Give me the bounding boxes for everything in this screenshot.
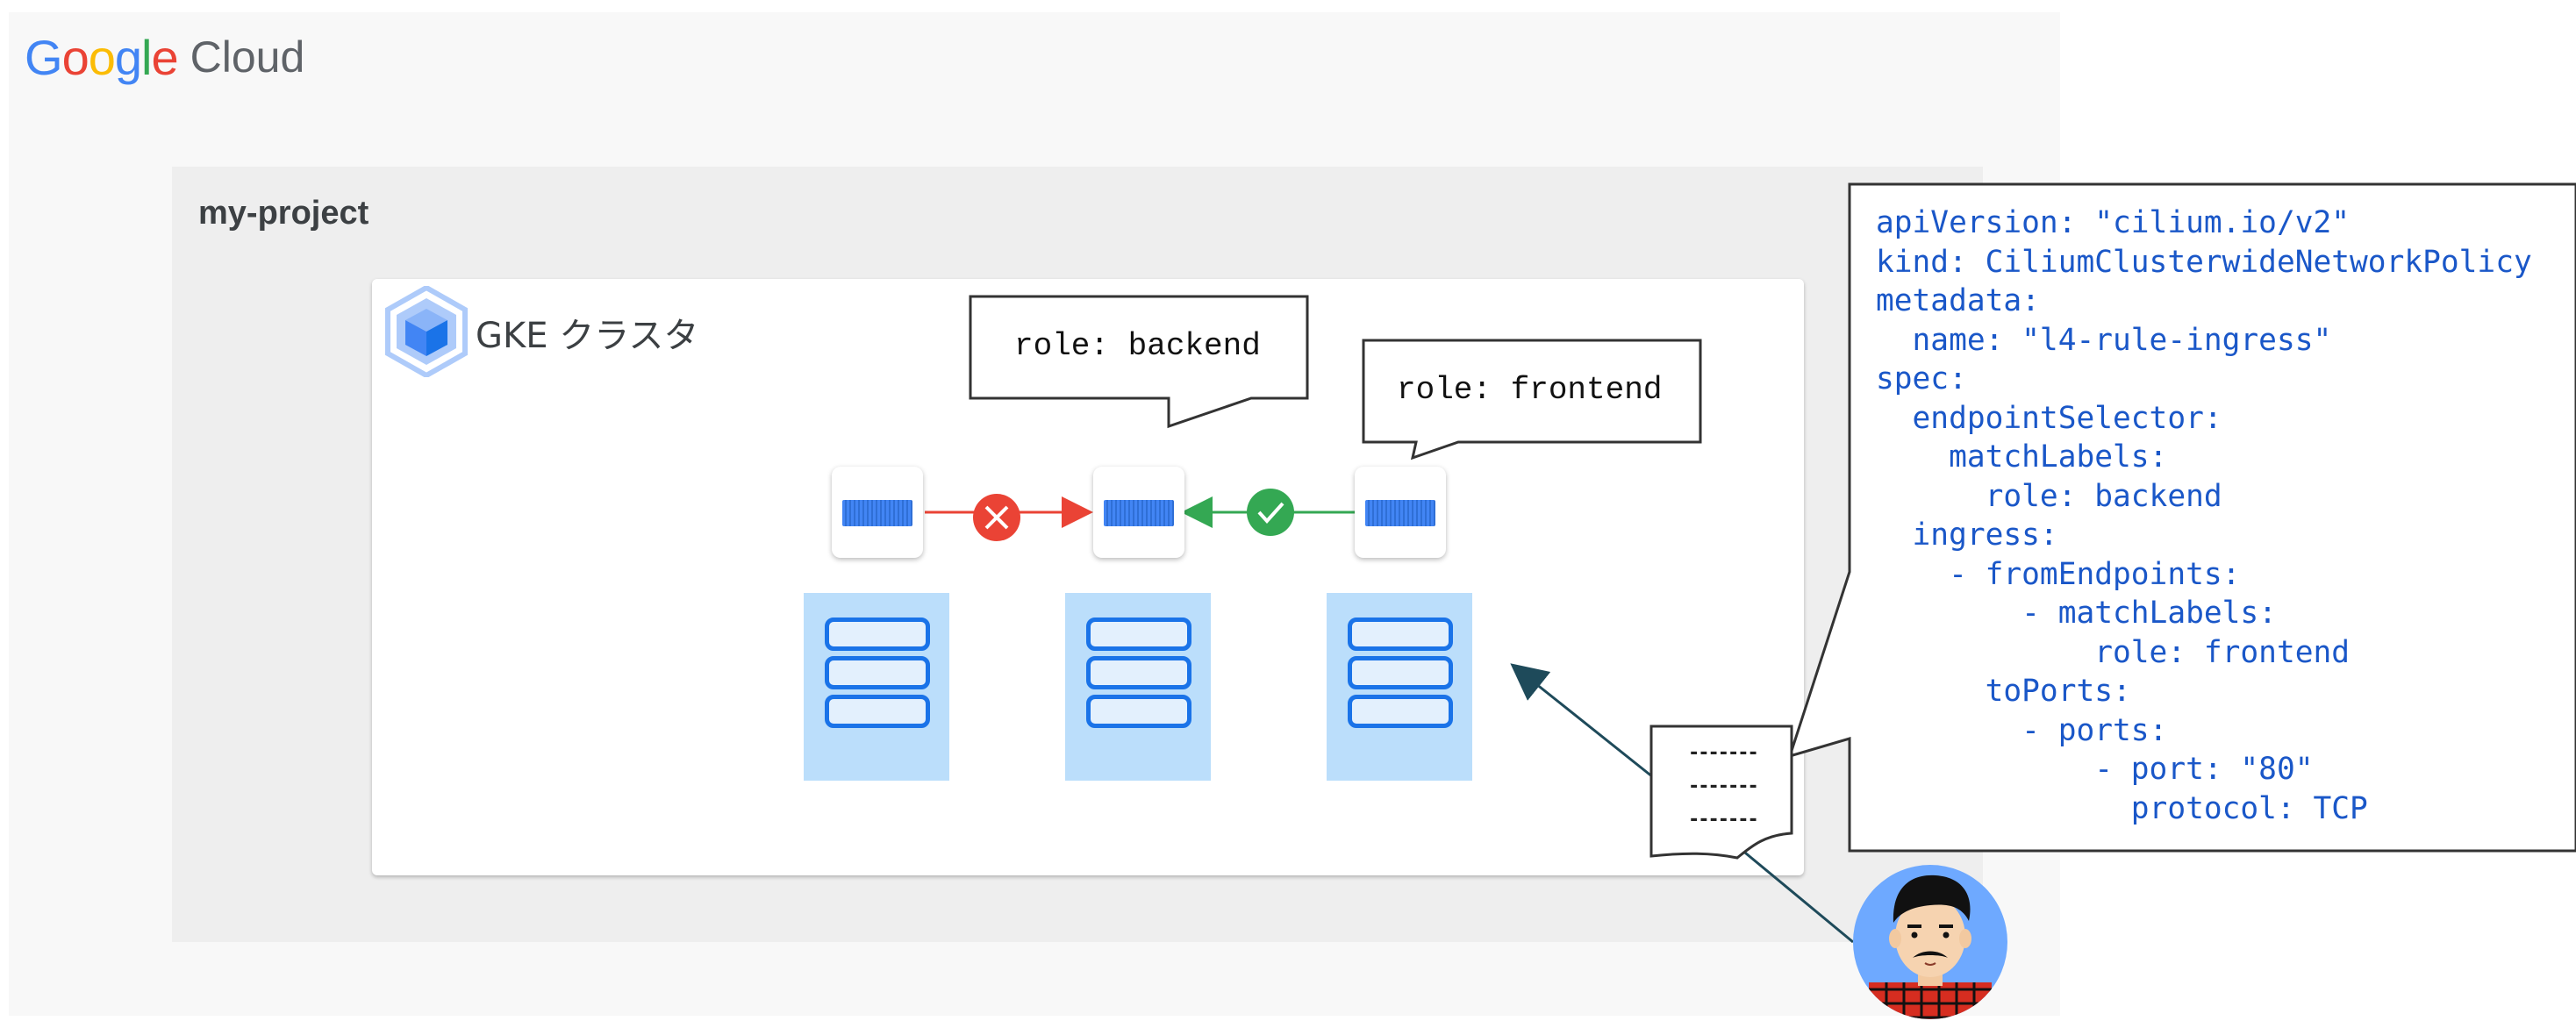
node-slot (1086, 618, 1191, 651)
container-icon (1104, 500, 1174, 526)
yaml-line: name: "l4-rule-ingress" (1876, 322, 2332, 358)
pod-client (832, 467, 923, 558)
yaml-line: role: backend (1876, 478, 2222, 514)
cloud-wordmark: Cloud (190, 32, 305, 82)
node-slot (1348, 618, 1453, 651)
yaml-line: apiVersion: "cilium.io/v2" (1876, 205, 2351, 240)
document-line: ------- (1688, 775, 1759, 797)
yaml-line: toPorts: (1876, 674, 2131, 709)
yaml-line: - fromEndpoints: (1876, 556, 2241, 592)
google-logo-wordmark: Google (25, 29, 179, 86)
logo-letter: g (114, 29, 142, 85)
container-icon (842, 500, 912, 526)
node-3 (1327, 593, 1472, 781)
node-slot (825, 656, 930, 689)
yaml-line: metadata: (1876, 283, 2040, 318)
node-slot (1086, 695, 1191, 728)
yaml-line: ingress: (1876, 518, 2058, 553)
container-icon (1365, 500, 1435, 526)
yaml-line: protocol: TCP (1876, 790, 2368, 826)
backend-label-text: role: backend (1014, 328, 1261, 364)
yaml-line: endpointSelector: (1876, 400, 2222, 436)
network-policy-yaml: apiVersion: "cilium.io/v2" kind: CiliumCl… (1876, 203, 2532, 828)
yaml-line: - ports: (1876, 712, 2168, 748)
logo-letter: o (61, 29, 89, 85)
google-cloud-logo: Google Cloud (25, 26, 304, 88)
pod-backend (1093, 467, 1184, 558)
gke-cluster-icon (385, 286, 468, 377)
yaml-line: matchLabels: (1876, 439, 2168, 475)
document-line: ------- (1688, 809, 1759, 831)
document-line: ------- (1688, 742, 1759, 764)
gke-cluster-card (372, 279, 1804, 875)
node-slot (1348, 695, 1453, 728)
node-slot (825, 695, 930, 728)
pod-frontend (1355, 467, 1446, 558)
node-slot (825, 618, 930, 651)
project-title: my-project (198, 195, 369, 232)
yaml-line: - port: "80" (1876, 752, 2314, 787)
cluster-title: GKE クラスタ (476, 316, 699, 356)
logo-letter: G (25, 29, 63, 85)
yaml-line: kind: CiliumClusterwideNetworkPolicy (1876, 244, 2532, 280)
node-1 (804, 593, 949, 781)
frontend-label-text: role: frontend (1397, 372, 1663, 408)
yaml-line: role: frontend (1876, 634, 2351, 670)
logo-letter: l (141, 29, 152, 85)
node-slot (1348, 656, 1453, 689)
logo-letter: e (151, 29, 178, 85)
yaml-line: spec: (1876, 361, 1967, 396)
node-2 (1065, 593, 1211, 781)
yaml-line: - matchLabels: (1876, 596, 2277, 631)
node-slot (1086, 656, 1191, 689)
logo-letter: o (88, 29, 116, 85)
